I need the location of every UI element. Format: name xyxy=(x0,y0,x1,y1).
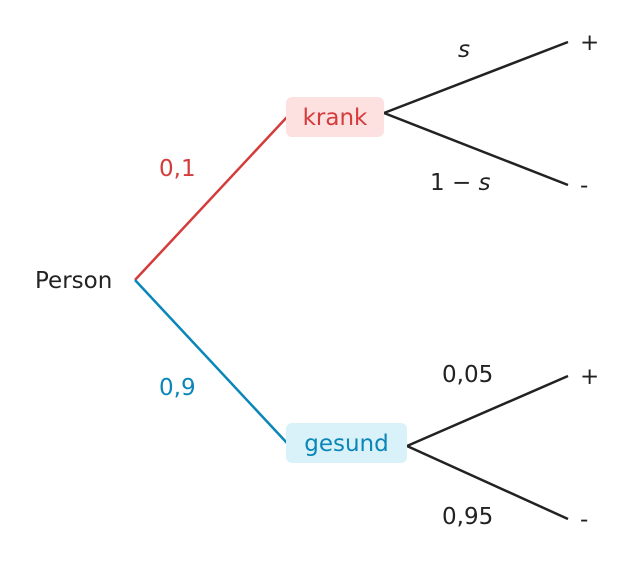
prob-gesund-minus: 0,95 xyxy=(442,504,493,530)
edge-gesund-plus xyxy=(406,374,569,448)
prob-krank-plus: s xyxy=(458,37,470,63)
outcome-gesund-minus: - xyxy=(580,507,588,533)
edge-gesund-minus xyxy=(406,444,569,521)
edge-krank-minus xyxy=(383,111,569,187)
prob-krank: 0,1 xyxy=(159,156,196,182)
edge-krank-plus xyxy=(383,40,569,115)
root-label: Person xyxy=(35,268,112,294)
node-krank-label: krank xyxy=(303,105,368,131)
node-gesund-box xyxy=(286,423,407,463)
outcome-gesund-plus: + xyxy=(580,364,599,390)
prob-krank-minus-prefix: 1 − xyxy=(430,170,479,196)
node-krank-box xyxy=(286,97,384,137)
prob-krank-minus: 1 − s xyxy=(430,170,491,196)
edge-root-gesund xyxy=(134,279,288,444)
edge-root-krank xyxy=(134,116,288,281)
outcome-krank-plus: + xyxy=(580,30,599,56)
prob-krank-minus-var: s xyxy=(479,170,491,196)
prob-gesund-plus: 0,05 xyxy=(442,362,493,388)
prob-gesund: 0,9 xyxy=(159,375,196,401)
node-gesund-label: gesund xyxy=(304,431,389,457)
outcome-krank-minus: - xyxy=(580,173,588,199)
